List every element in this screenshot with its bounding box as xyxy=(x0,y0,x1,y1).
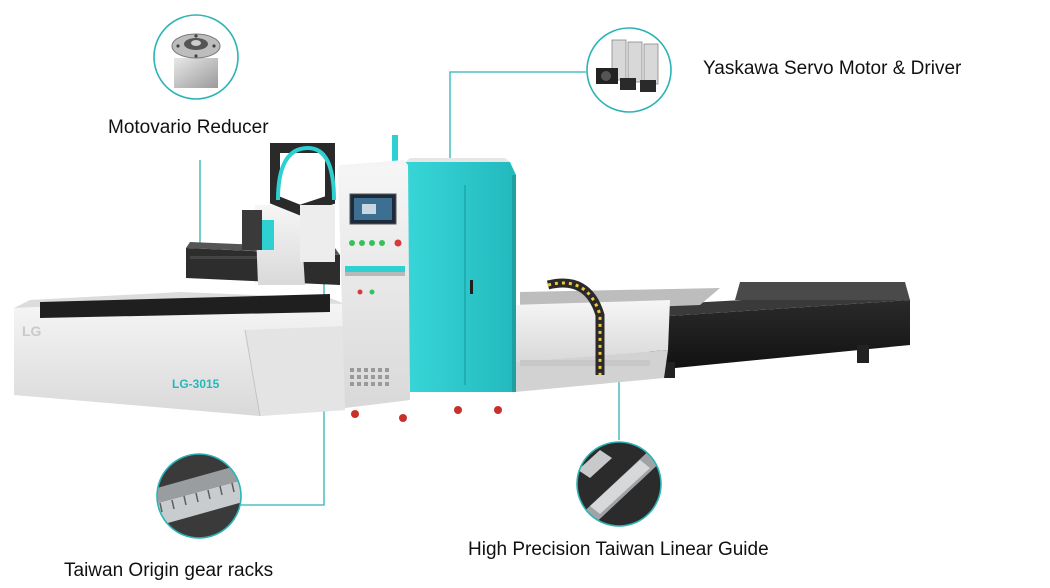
rail-section xyxy=(510,278,670,392)
gear-racks-label: Taiwan Origin gear racks xyxy=(64,560,274,581)
vent-grille xyxy=(350,368,389,386)
control-console xyxy=(338,160,410,422)
model-label: LG-3015 xyxy=(172,377,220,391)
servo-callout-line xyxy=(449,71,586,165)
machine-bed: LG-3015 LG xyxy=(14,292,345,417)
linear-guide-label: High Precision Taiwan Linear Guide xyxy=(468,539,769,560)
brand-mark: LG xyxy=(22,323,42,339)
control-cabinet xyxy=(392,135,516,414)
gear-rack-icon xyxy=(156,453,242,539)
gear-reducer-icon xyxy=(153,14,239,100)
gantry xyxy=(186,143,340,285)
linear-guide-icon xyxy=(576,441,662,527)
reducer-label: Motovario Reducer xyxy=(108,117,269,138)
servo-motor-icon xyxy=(586,27,672,113)
servo-label: Yaskawa Servo Motor & Driver xyxy=(703,58,962,79)
